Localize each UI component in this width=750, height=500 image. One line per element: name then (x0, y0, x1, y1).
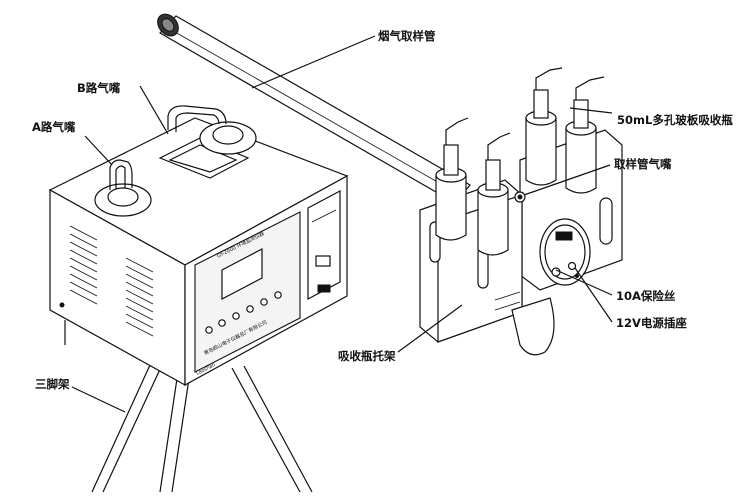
label-tripod: 三脚架 (35, 377, 70, 391)
carry-handle[interactable] (158, 137, 250, 179)
control-panel: GY-2000 环境监测仪器 青岛崂山电子仪器总厂有限公司 Laoshan (194, 211, 301, 377)
rack-strap (511, 297, 555, 356)
power-socket[interactable] (567, 261, 577, 271)
lcd-display (221, 248, 263, 300)
absorber-bottle (525, 67, 563, 186)
panel-button[interactable] (260, 298, 268, 306)
left-vent-louvers (69, 225, 154, 337)
label-bottle-rack: 吸收瓶托架 (338, 349, 396, 363)
absorber-bottle (435, 117, 469, 241)
label-power-socket: 12V电源插座 (616, 316, 687, 330)
tripod (64, 320, 313, 493)
label-a-port: A路气嘴 (32, 120, 76, 134)
side-panel (307, 190, 341, 300)
label-b-port: B路气嘴 (77, 81, 121, 95)
panel-button[interactable] (274, 291, 282, 299)
panel-button[interactable] (232, 312, 240, 320)
flue-sampling-tube (157, 13, 471, 204)
sampler-main-box: GY-2000 环境监测仪器 青岛崂山电子仪器总厂有限公司 Laoshan (48, 105, 349, 387)
absorber-bottle-rack (419, 67, 623, 356)
label-flue-sampling-tube: 烟气取样管 (378, 29, 436, 43)
label-absorber-bottles: 50mL多孔玻板吸收瓶 (617, 113, 733, 127)
absorber-bottle (477, 132, 511, 256)
leader-lines (71, 35, 613, 413)
fuse-and-socket-panel (539, 218, 591, 286)
panel-button[interactable] (205, 326, 213, 334)
label-fuse: 10A保险丝 (616, 289, 676, 303)
panel-button[interactable] (246, 305, 254, 313)
b-port-filter-bottle (167, 105, 257, 155)
fuse-holder[interactable] (551, 267, 561, 277)
absorber-bottle (565, 76, 605, 194)
power-switch[interactable] (315, 255, 331, 267)
panel-button[interactable] (218, 319, 226, 327)
label-sampling-tube-nozzle: 取样管气嘴 (614, 157, 672, 171)
